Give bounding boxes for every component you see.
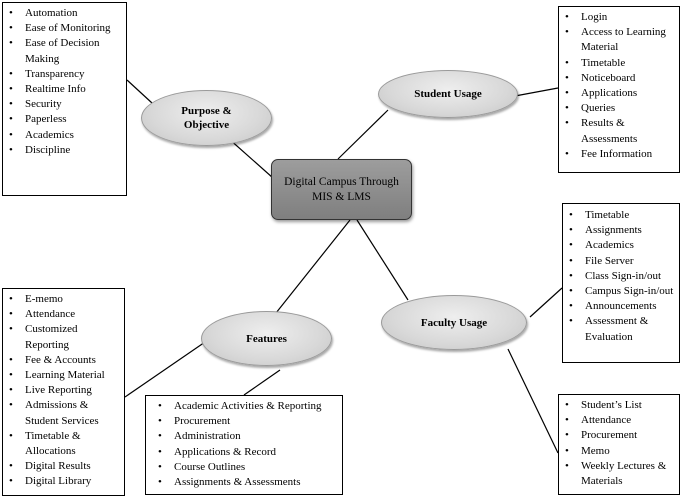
list-item: Login (561, 10, 675, 25)
purpose-list-box: AutomationEase of MonitoringEase of Deci… (2, 2, 127, 196)
features-left-list-box: E-memoAttendanceCustomized ReportingFee … (2, 288, 125, 496)
faculty-usage-label: Faculty Usage (420, 316, 488, 329)
list-item: Assignments (565, 223, 675, 238)
list-item: Procurement (154, 414, 338, 429)
list-item: Administration (154, 429, 338, 444)
connector-features-bottom (243, 369, 281, 396)
features-left-list: E-memoAttendanceCustomized ReportingFee … (5, 292, 120, 490)
list-item: Memo (561, 444, 675, 459)
list-item: Fee & Accounts (5, 353, 120, 368)
list-item: Weekly Lectures & Materials (561, 459, 675, 489)
list-item: Customized Reporting (5, 322, 120, 352)
connector-student-center (337, 109, 389, 160)
student-usage-node: Student Usage (378, 70, 518, 118)
list-item: Queries (561, 101, 675, 116)
connector-faculty-bottomlist (507, 348, 559, 454)
features-node: Features (201, 311, 332, 366)
list-item: Timetable (565, 208, 675, 223)
purpose-label-line2: Objective (183, 119, 230, 131)
list-item: Results & Assessments (561, 116, 675, 146)
features-label: Features (246, 332, 287, 345)
central-topic-box: Digital Campus Through MIS & LMS (271, 159, 412, 220)
faculty-usage-node: Faculty Usage (381, 295, 527, 350)
list-item: Automation (5, 6, 122, 21)
list-item: Discipline (5, 143, 122, 158)
connector-features-list (124, 339, 209, 398)
list-item: Learning Material (5, 368, 120, 383)
purpose-list: AutomationEase of MonitoringEase of Deci… (5, 6, 122, 158)
connector-faculty-toplist (529, 287, 563, 318)
student-usage-label: Student Usage (414, 88, 482, 100)
list-item: Transparency (5, 67, 122, 82)
list-item: Access to Learning Material (561, 25, 675, 55)
list-item: File Server (565, 254, 675, 269)
list-item: Admissions & Student Services (5, 398, 120, 428)
faculty-top-list-box: TimetableAssignmentsAcademicsFile Server… (562, 203, 680, 363)
features-bottom-list: Academic Activities & ReportingProcureme… (154, 399, 338, 490)
list-item: Ease of Monitoring (5, 21, 122, 36)
list-item: Class Sign-in/out (565, 269, 675, 284)
student-list-box: LoginAccess to Learning MaterialTimetabl… (558, 6, 680, 173)
list-item: Attendance (5, 307, 120, 322)
list-item: Academic Activities & Reporting (154, 399, 338, 414)
purpose-objective-node: Purpose & Objective (141, 90, 272, 146)
list-item: Academics (5, 128, 122, 143)
connector-center-faculty (356, 219, 409, 301)
features-bottom-list-box: Academic Activities & ReportingProcureme… (145, 395, 343, 495)
faculty-bottom-list-box: Student’s ListAttendanceProcurementMemoW… (558, 394, 680, 495)
list-item: Ease of Decision Making (5, 36, 122, 66)
faculty-top-list: TimetableAssignmentsAcademicsFile Server… (565, 208, 675, 345)
student-list: LoginAccess to Learning MaterialTimetabl… (561, 10, 675, 162)
purpose-label-line1: Purpose & (181, 105, 232, 117)
list-item: Campus Sign-in/out (565, 284, 675, 299)
list-item: Academics (565, 238, 675, 253)
faculty-bottom-list: Student’s ListAttendanceProcurementMemoW… (561, 398, 675, 489)
list-item: Procurement (561, 428, 675, 443)
list-item: E-memo (5, 292, 120, 307)
connector-student-list (514, 87, 559, 97)
list-item: Fee Information (561, 147, 675, 162)
list-item: Timetable (561, 56, 675, 71)
list-item: Paperless (5, 112, 122, 127)
connector-purpose-list (126, 79, 153, 104)
list-item: Live Reporting (5, 383, 120, 398)
list-item: Realtime Info (5, 82, 122, 97)
list-item: Applications (561, 86, 675, 101)
list-item: Student’s List (561, 398, 675, 413)
list-item: Course Outlines (154, 460, 338, 475)
list-item: Attendance (561, 413, 675, 428)
connector-center-features (271, 219, 351, 319)
list-item: Security (5, 97, 122, 112)
list-item: Noticeboard (561, 71, 675, 86)
list-item: Applications & Record (154, 445, 338, 460)
list-item: Assessment & Evaluation (565, 314, 675, 344)
list-item: Digital Library (5, 474, 120, 489)
list-item: Timetable & Allocations (5, 429, 120, 459)
list-item: Digital Results (5, 459, 120, 474)
list-item: Assignments & Assessments (154, 475, 338, 490)
central-topic-title: Digital Campus Through MIS & LMS (284, 175, 399, 203)
list-item: Announcements (565, 299, 675, 314)
